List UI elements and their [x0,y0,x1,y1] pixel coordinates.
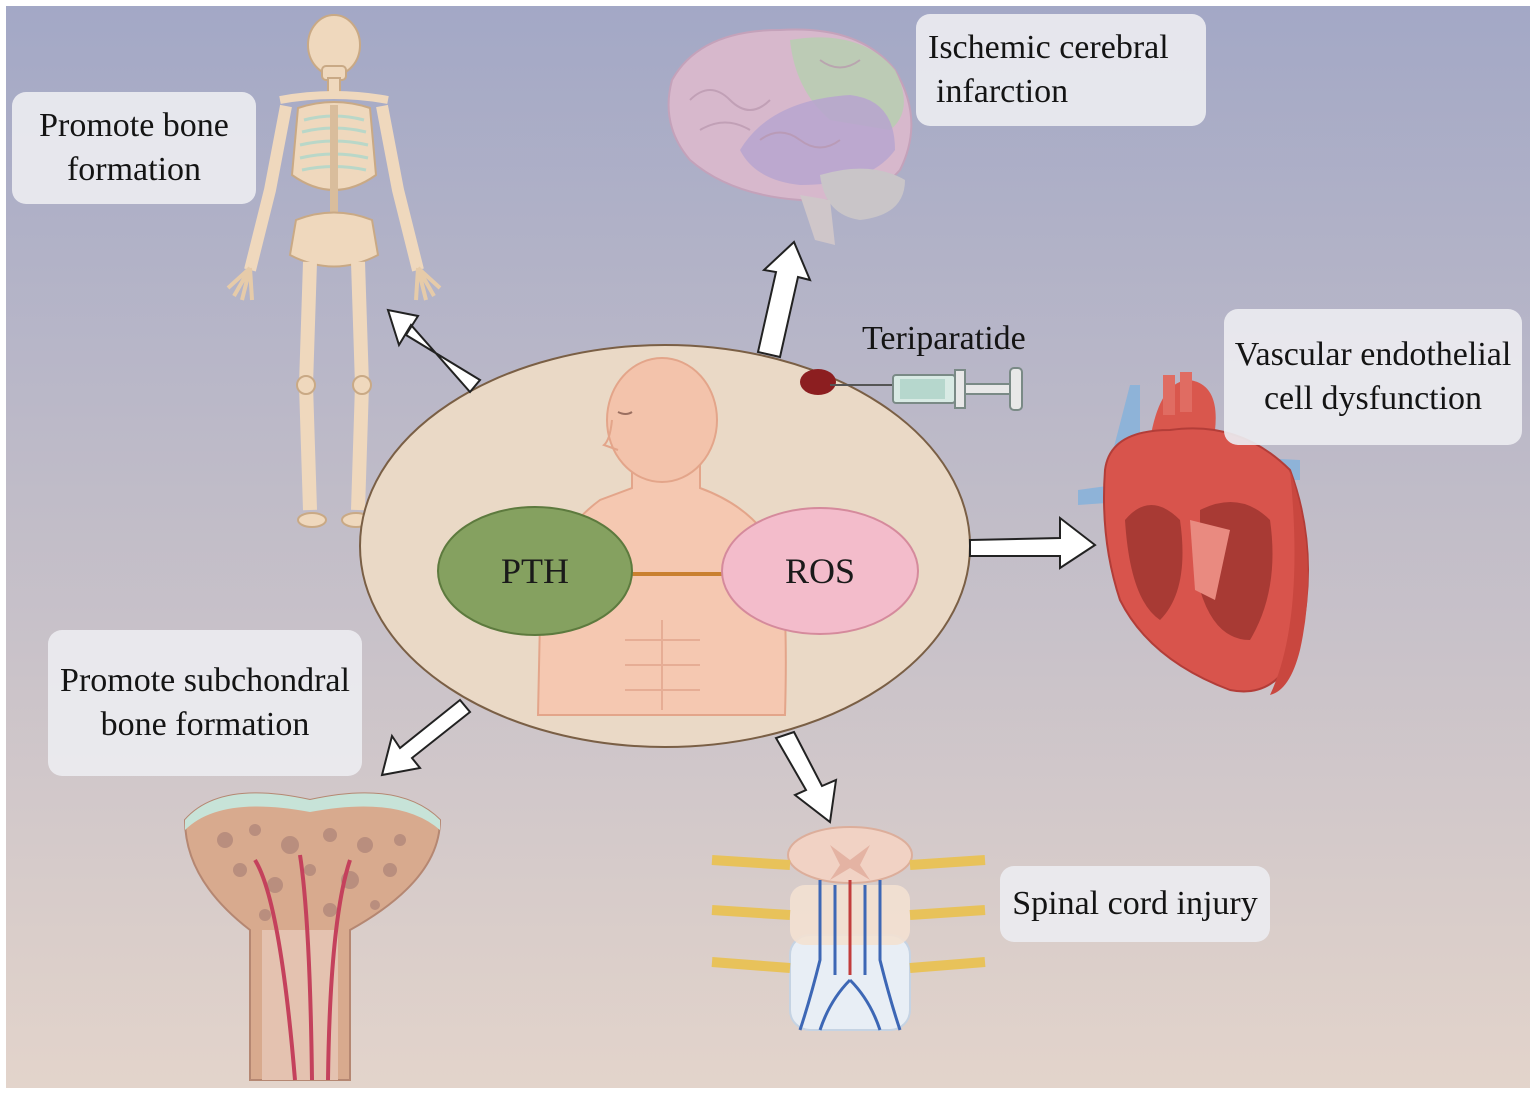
cerebral-infarction-box: Ischemic cerebral infarction [916,14,1206,126]
vascular-dysfunction-line2: cell dysfunction [1263,380,1483,417]
bone-formation-box: Promote bone formation [12,92,256,204]
subchondral-formation-box: Promote subchondral bone formation [48,630,362,776]
spinal-cord-injury-box: Spinal cord injury [1000,866,1270,942]
subchondral-formation-line2: bone formation [100,706,310,743]
pth-oval [437,506,633,636]
teriparatide-label: Teriparatide [862,320,1026,357]
cerebral-infarction-line1: Ischemic cerebral [928,29,1169,66]
bone-formation-line1: Promote bone [39,107,229,144]
arrow-to-spinal [774,730,838,824]
arrow-to-bone [386,308,482,394]
ros-oval [721,507,919,635]
brain-icon [667,28,913,245]
vascular-dysfunction-box: Vascular endothelial cell dysfunction [1224,309,1522,445]
pth-label: PTH [500,551,569,591]
spinal-cord-injury-label: Spinal cord injury [1012,885,1258,922]
arrow-to-subchondral [380,698,472,777]
cerebral-infarction-line2: infarction [936,73,1069,110]
arrow-to-brain [756,240,812,359]
skeleton-icon [226,14,442,528]
subchondral-formation-line1: Promote subchondral [60,662,350,699]
vascular-dysfunction-line1: Vascular endothelial [1234,336,1512,373]
bone-formation-line2: formation [66,151,202,188]
spinal-cord-icon [711,826,986,1031]
syringe-icon [800,367,1023,411]
arrow-to-heart [969,515,1097,570]
heart-icon [1078,372,1309,695]
ros-label: ROS [784,551,856,591]
bone-cross-section-icon [183,792,442,1081]
human-torso-icon [536,357,787,716]
